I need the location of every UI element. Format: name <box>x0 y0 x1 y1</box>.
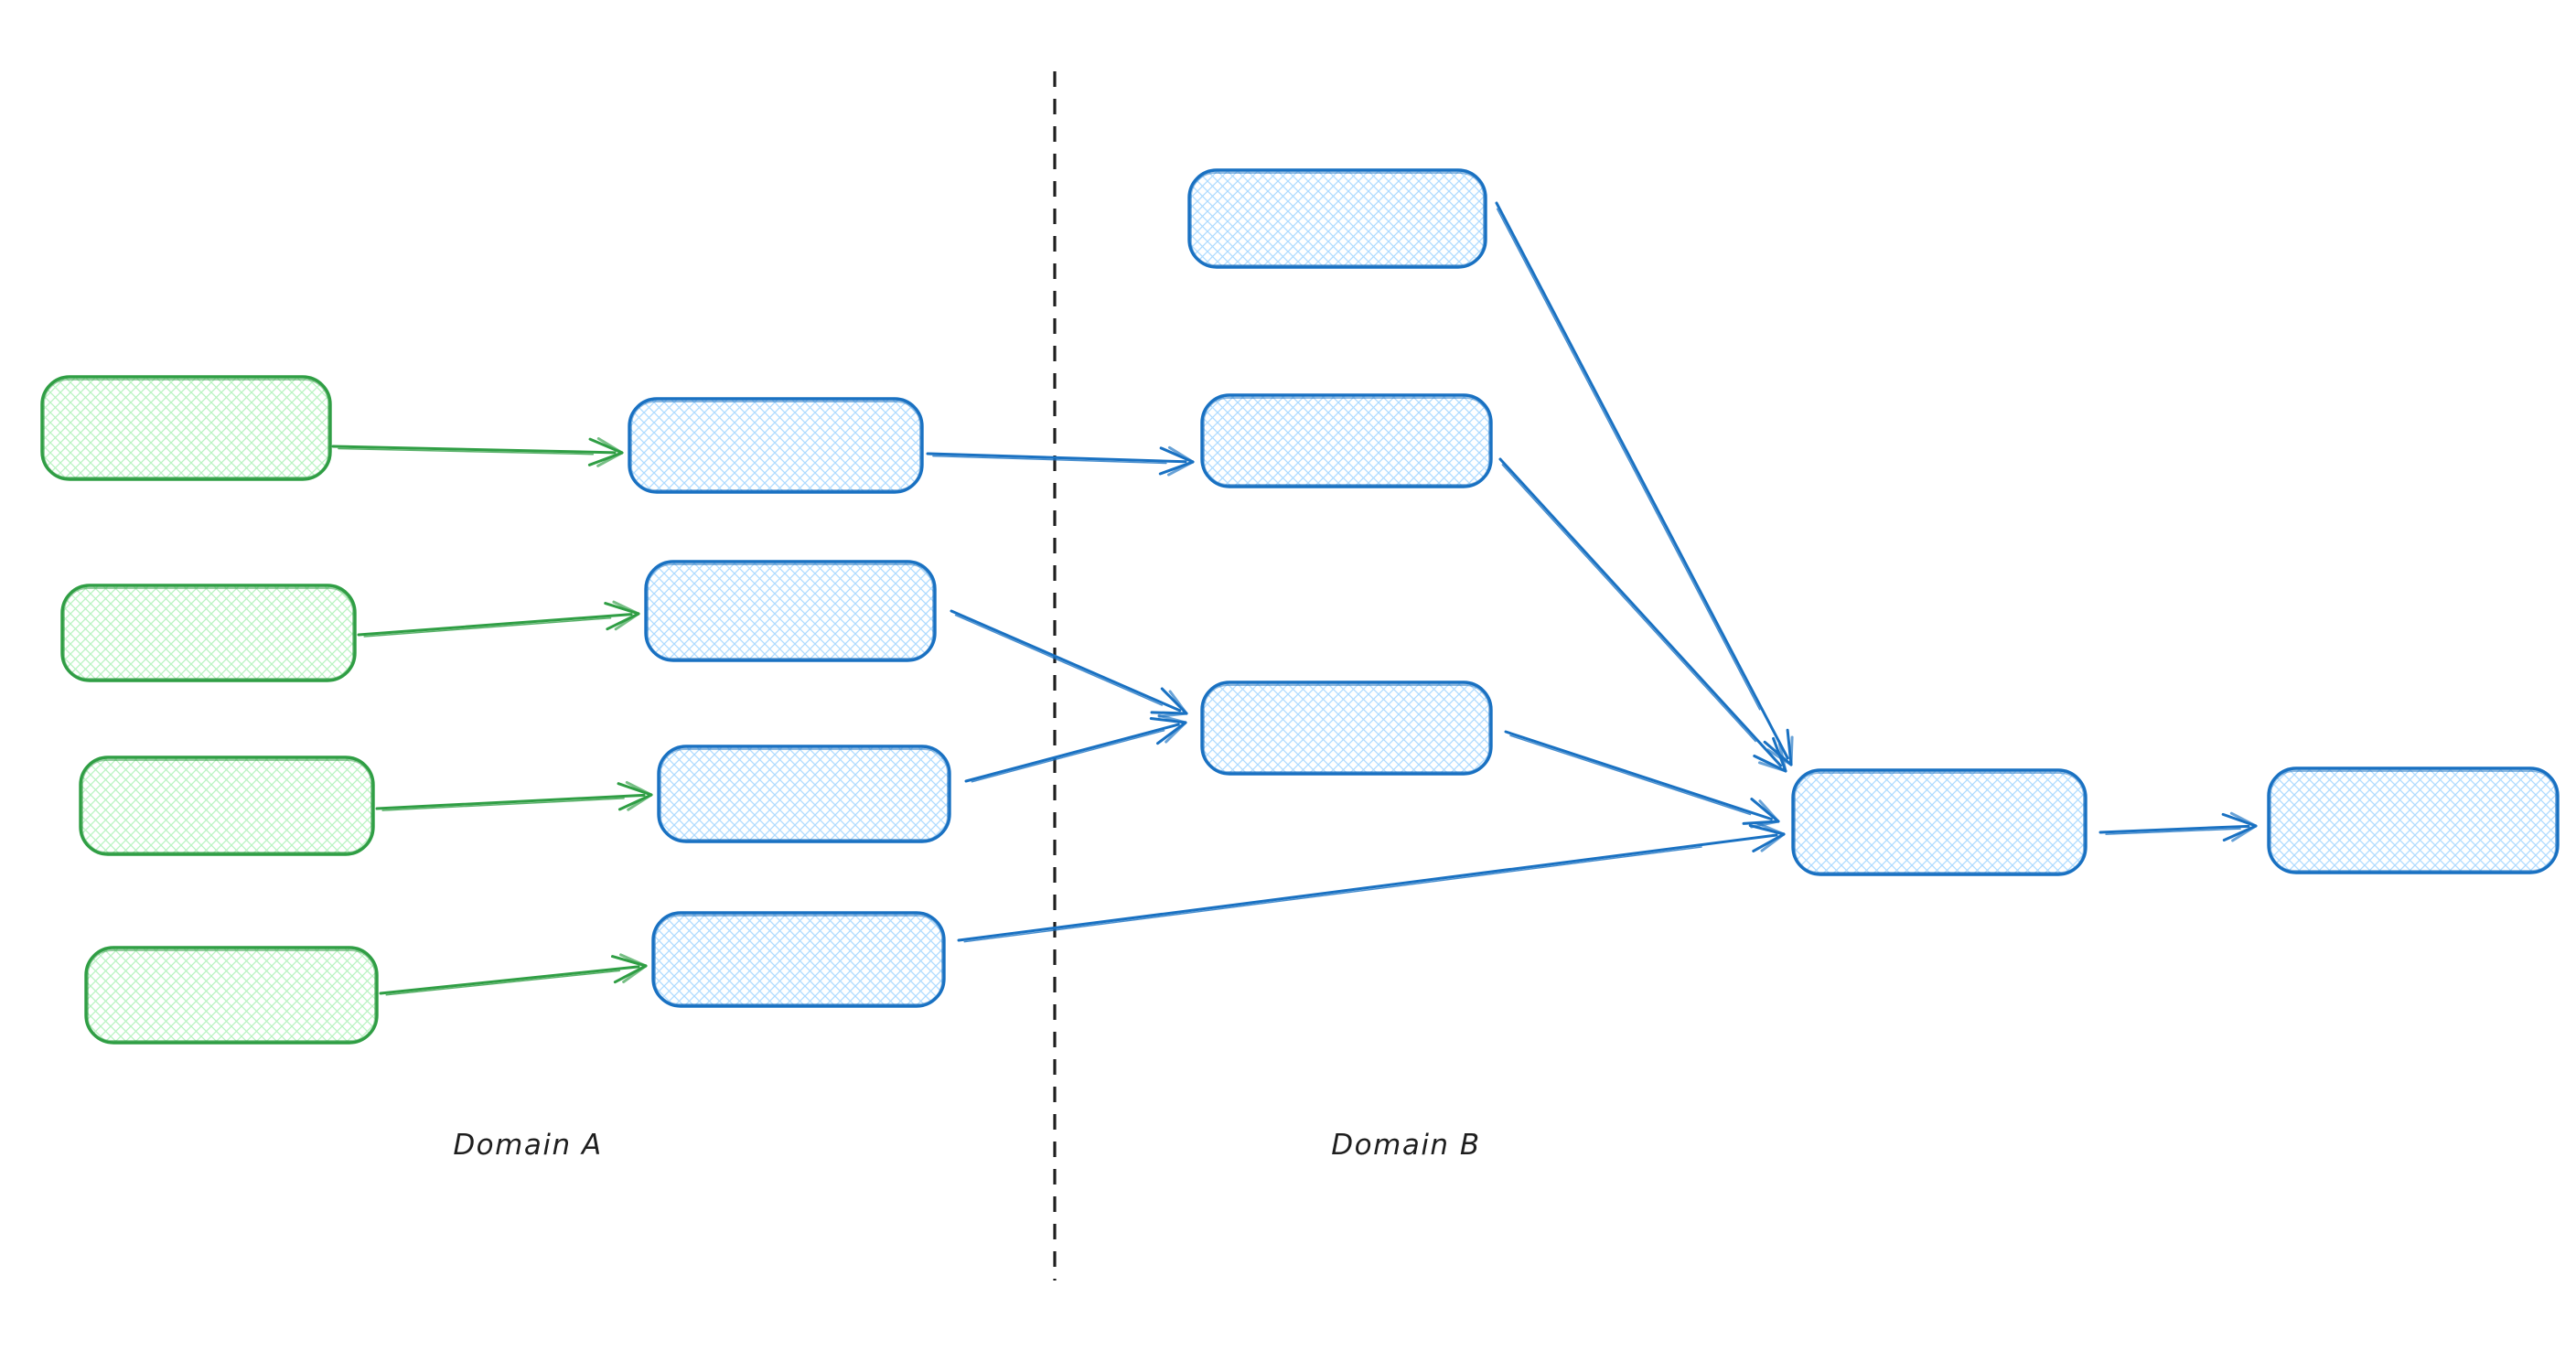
arrow-a-stage-4-to-b-merge <box>957 822 1786 943</box>
arrow-a-source-1-to-a-stage-1 <box>331 437 624 467</box>
box-a-source-3 <box>79 756 375 856</box>
arrow-a-source-4-to-a-stage-4 <box>379 953 648 996</box>
arrow-b-merge-to-b-output <box>2098 811 2258 842</box>
box-a-source-2 <box>60 584 357 682</box>
arrow-b-stage-2-to-b-merge <box>1498 457 1787 773</box>
domain-a-label: Domain A <box>453 1129 602 1162</box>
box-a-stage-1 <box>628 397 924 494</box>
arrow-b-stage-1-to-b-merge <box>1495 201 1794 766</box>
arrow-b-stage-3-to-b-merge <box>1504 730 1780 829</box>
box-a-stage-2 <box>644 560 937 662</box>
box-b-stage-2 <box>1200 393 1493 488</box>
arrow-a-stage-1-to-b-stage-2 <box>926 445 1195 477</box>
box-a-stage-4 <box>651 911 946 1008</box>
box-b-output <box>2267 766 2560 874</box>
box-a-source-4 <box>84 946 379 1045</box>
domain-b-label: Domain B <box>1331 1129 1480 1162</box>
arrow-a-source-3-to-a-stage-3 <box>375 780 653 811</box>
arrow-a-stage-3-to-b-stage-3 <box>964 713 1187 783</box>
box-b-merge <box>1791 768 2088 876</box>
box-a-stage-3 <box>657 745 951 843</box>
box-b-stage-1 <box>1187 168 1487 269</box>
arrow-a-source-2-to-a-stage-2 <box>357 600 640 638</box>
box-a-source-1 <box>40 375 332 481</box>
arrow-a-stage-2-to-b-stage-3 <box>950 609 1188 718</box>
box-b-stage-3 <box>1200 681 1493 776</box>
